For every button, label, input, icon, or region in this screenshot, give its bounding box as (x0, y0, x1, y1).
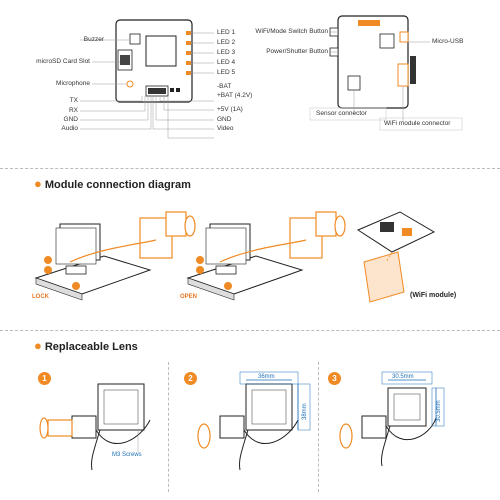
divider-middle (0, 330, 500, 331)
lens-divider-1 (168, 362, 169, 492)
lock-label: LOCK (32, 294, 49, 300)
tx-label: TX (69, 97, 78, 104)
sensor-connector-label: Sensor connector (316, 110, 367, 117)
dim-305mm-width-label: 30.5mm (392, 374, 414, 380)
module-connection-heading: ●Module connection diagram (34, 176, 191, 191)
buzzer-label: Buzzer (83, 36, 104, 43)
led5-label: LED 5 (217, 69, 236, 76)
step-2-badge: 2 (184, 372, 197, 385)
replaceable-lens-heading: ●Replaceable Lens (34, 338, 138, 353)
dim-38mm-label: 38mm (302, 403, 308, 420)
wifi-module-label: (WiFi module) (410, 292, 457, 299)
gnd-right-label: GND (217, 116, 232, 123)
led3-label: LED 3 (217, 49, 236, 56)
dim-36mm-label: 36mm (258, 374, 275, 380)
step-1-badge: 1 (38, 372, 51, 385)
micro-usb-label: Micro-USB (432, 38, 464, 45)
rx-label: RX (68, 107, 78, 114)
bat-neg-label: -BAT (217, 83, 232, 90)
led4-label: LED 4 (217, 59, 236, 66)
bat-pos-label: +BAT (4.2V) (217, 92, 253, 99)
step-3-badge: 3 (328, 372, 341, 385)
power-button-label: Power/Shutter Button (266, 48, 328, 55)
bullet-icon: ● (34, 338, 42, 353)
led2-label: LED 2 (217, 39, 236, 46)
v5-label: +5V (1A) (217, 106, 243, 113)
led1-label: LED 1 (217, 29, 236, 36)
divider-top (0, 168, 500, 169)
audio-label: Audio (61, 125, 78, 132)
open-label: OPEN (180, 294, 198, 300)
wifi-switch-label: WiFi/Mode Switch Button (255, 28, 328, 35)
lens-divider-2 (318, 362, 319, 492)
video-label: Video (217, 125, 234, 132)
m3-screws-label: M3 Screws (112, 452, 142, 458)
gnd-left-label: GND (63, 116, 78, 123)
microsd-label: microSD Card Slot (36, 58, 90, 65)
dim-305mm-height-label: 30.5mm (436, 400, 442, 422)
microphone-label: Microphone (56, 80, 90, 87)
bullet-icon: ● (34, 176, 42, 191)
wifi-connector-label: WiFi module connector (384, 120, 451, 127)
